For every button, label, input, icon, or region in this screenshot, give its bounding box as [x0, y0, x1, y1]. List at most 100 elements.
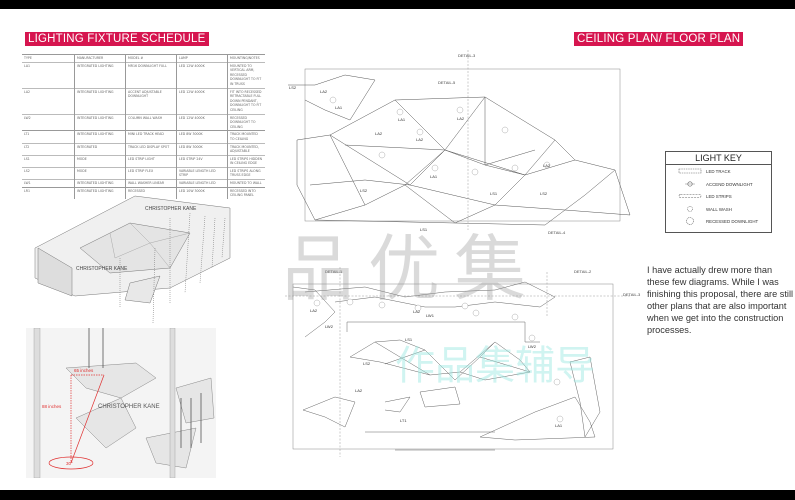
note-paragraph: I have actually drew more than these few…: [647, 265, 794, 335]
floor-plan: DETAIL-1 DETAIL-2 DETAIL-3 LA2 LW2 LA2 L…: [285, 267, 641, 457]
col-type: TYPE: [24, 56, 32, 60]
bottom-letterbox: [0, 490, 795, 500]
light-key-label: LED STRIPS: [706, 194, 732, 199]
fixture-label: LS2: [540, 191, 548, 196]
ceiling-plan: DETAIL-3 DETAIL-5 DETAIL-4 LS2 LA2 LA1 L…: [288, 50, 631, 235]
table-cell: LT2: [24, 144, 30, 149]
table-cell: MR16 DOWNLIGHT FULL: [125, 62, 177, 89]
table-cell: FIT INTO RECESSED RETRACTABLE FULL DOWN …: [227, 88, 265, 115]
light-key-item: LED STRIPS: [666, 190, 771, 203]
fixture-label: LW1: [426, 313, 435, 318]
fixture-label: LA1: [430, 174, 438, 179]
light-key-item: ACCEND DOWNLIGHT: [666, 178, 771, 191]
light-key-label: LED TRACK: [706, 169, 731, 174]
detail-3-floor-label: DETAIL-3: [623, 292, 641, 297]
recessed-downlight-icon: [686, 217, 694, 225]
table-cell: MODE: [74, 167, 126, 180]
vertical-dimension: 88 inches: [42, 404, 62, 409]
col-manufacturer: MANUFACTURER: [74, 54, 126, 63]
table-cell: WALL WASHER LINEAR: [125, 179, 177, 188]
fixture-label: LA2: [416, 137, 424, 142]
fixture-label: LA2: [310, 308, 318, 313]
light-key-label: ACCEND DOWNLIGHT: [706, 181, 753, 187]
table-cell: MINI LED TRACK HEAD: [125, 130, 177, 143]
col-model: MODEL #: [125, 54, 177, 63]
fixture-label: LT1: [400, 418, 407, 423]
table-cell: VARIABLE LENGTH LED: [176, 179, 228, 188]
table-cell: LW2: [24, 115, 31, 120]
table-cell: COLUMN WALL WASH: [125, 114, 177, 131]
fixture-schedule-table: TYPE MANUFACTURER MODEL # LAMP MOUNTING/…: [22, 54, 265, 199]
table-cell: RECESSED: [125, 187, 177, 199]
table-cell: LW1: [24, 181, 31, 186]
table-cell: LED STRIPS HIDDEN IN CEILING EDGE: [227, 155, 265, 168]
detail-3-label: DETAIL-3: [458, 53, 476, 58]
detail-2-label: DETAIL-2: [574, 269, 592, 274]
table-cell: LED STRIP FLEX: [125, 167, 177, 180]
fixture-label: LS2: [363, 361, 371, 366]
accent-downlight-icon: [685, 180, 695, 187]
table-cell: LED 12W 4000K: [176, 114, 228, 131]
light-key-item: LED TRACK: [666, 165, 771, 178]
table-cell: LED 10W 3000K: [176, 187, 228, 199]
fixture-label: LA1: [555, 423, 563, 428]
table-cell: LA1: [24, 63, 31, 68]
brand-label-top: CHRISTOPHER KANE: [145, 206, 197, 212]
table-cell: TRACK LED DISPLAY SPOT: [125, 143, 177, 156]
led-strips-icon: [678, 194, 702, 198]
section-drawing: CHRISTOPHER KANE 65 inches 88 inches 30°: [26, 328, 216, 478]
fixture-label: LA1: [398, 117, 406, 122]
watermark-large: 品优集: [282, 227, 541, 311]
table-cell: LT1: [24, 132, 30, 137]
fixture-label: LS1: [490, 191, 498, 196]
table-cell: TRACK MOUNTED TO CEILING: [227, 130, 265, 143]
table-cell: MODE: [74, 155, 126, 168]
fixture-label: LW2: [325, 324, 334, 329]
table-cell: ACCENT ADJUSTABLE DOWNLIGHT: [125, 88, 177, 115]
table-cell: INTEGRATED LIGHTING: [74, 130, 126, 143]
table-cell: INTEGRATED LIGHTING: [74, 179, 126, 188]
fixture-label: LS1: [420, 227, 428, 232]
detail-5-label: DETAIL-5: [438, 80, 456, 85]
table-cell: INTEGRATED LIGHTING: [74, 62, 126, 89]
table-cell: INTEGRATED: [74, 143, 126, 156]
table-cell: TRACK MOUNTED, ADJUSTABLE: [227, 143, 265, 156]
light-key: LIGHT KEY LED TRACK ACCEND DOWNLIGHT LED…: [665, 151, 772, 233]
table-cell: LED STRIP LIGHT: [125, 155, 177, 168]
table-cell: LS1: [24, 156, 30, 161]
table-cell: LED 8W 3000K: [176, 143, 228, 156]
fixture-label: LA2: [413, 309, 421, 314]
table-cell: LS2: [24, 168, 30, 173]
fixture-label: LS1: [405, 337, 413, 342]
table-cell: LED 8W 3000K: [176, 130, 228, 143]
light-key-item: WALL WASH: [666, 203, 771, 216]
table-cell: RECESSED DOWNLIGHT TO CEILING: [227, 114, 265, 131]
col-notes: MOUNTING/NOTES: [227, 54, 265, 63]
fixture-label: LA2: [543, 163, 551, 168]
fixture-label: LA2: [320, 89, 328, 94]
detail-1-label: DETAIL-1: [325, 269, 343, 274]
table-cell: LA2: [24, 89, 31, 94]
table-cell: LED 12W 4000K: [176, 88, 228, 115]
table-cell: LR1: [24, 188, 31, 193]
light-key-item: RECESSED DOWNLIGHT: [666, 215, 771, 228]
fixture-label: LA2: [457, 116, 465, 121]
table-cell: LED STRIPS ALONG TRUSS EDGE: [227, 167, 265, 180]
plan-title: CEILING PLAN/ FLOOR PLAN: [574, 32, 744, 46]
fixture-label: LA2: [375, 131, 383, 136]
detail-4-label: DETAIL-4: [548, 230, 566, 235]
table-cell: RECESSED INTO CEILING PANEL: [227, 187, 265, 199]
table-cell: LED STRIP 24V: [176, 155, 228, 168]
led-track-icon: [678, 168, 702, 174]
fixture-label: LS2: [360, 188, 368, 193]
table-cell: MOUNTED TO WALL: [227, 179, 265, 188]
